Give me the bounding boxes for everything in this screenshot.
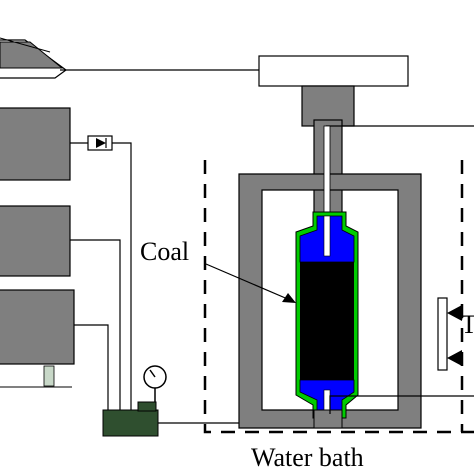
pipe-box2 (70, 239, 121, 412)
coal-arrow-head-icon (282, 293, 296, 303)
gray-box-3 (0, 289, 75, 365)
gray-box-1 (0, 107, 71, 181)
pump-base (102, 409, 159, 437)
edge-letter-label: T (461, 310, 474, 339)
water-bath-boundary (203, 160, 474, 434)
sensor-arrow-top-icon (447, 305, 462, 321)
pipe-box3 (74, 324, 109, 412)
pressure-frame (238, 173, 422, 429)
check-valve-arrow-icon (96, 138, 106, 148)
sensor-arrow-bottom-icon (447, 350, 462, 366)
piston-column (301, 85, 355, 127)
tilted-panel (0, 37, 68, 79)
coal-sample (300, 262, 354, 380)
coal-label: Coal (140, 237, 189, 266)
box-foot (43, 365, 55, 387)
coal-arrow (205, 263, 291, 301)
water-bath-label: Water bath (251, 443, 364, 472)
side-sensor (437, 297, 448, 371)
top-box (258, 55, 409, 87)
gray-box-2 (0, 205, 71, 277)
